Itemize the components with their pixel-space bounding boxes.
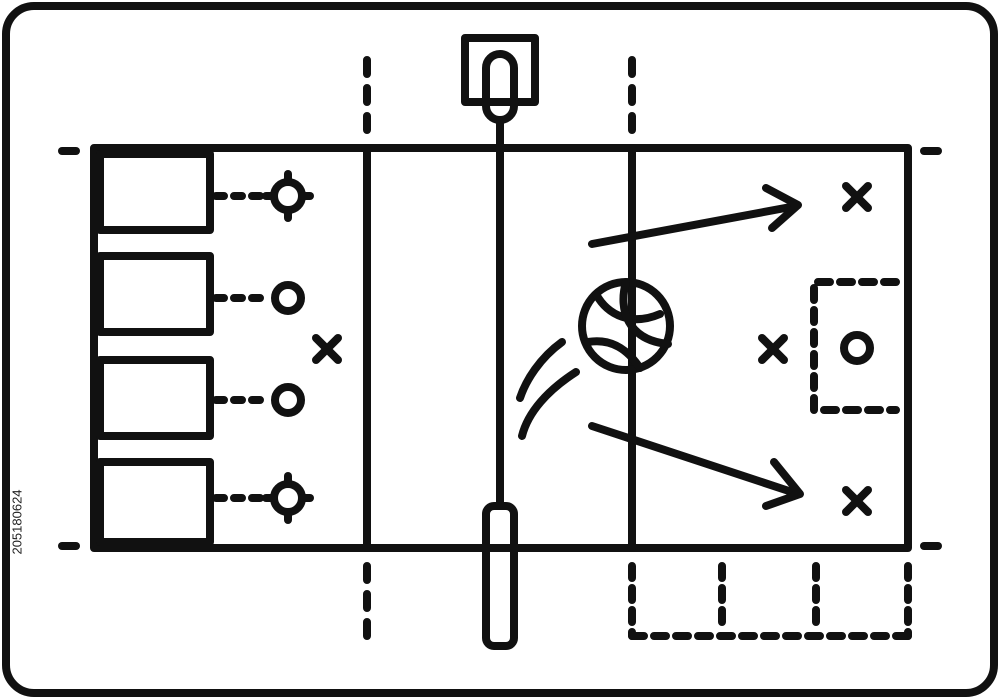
opponent-cross-icon xyxy=(312,334,342,364)
player-circle-icon xyxy=(271,383,305,417)
bench-connectors xyxy=(212,192,272,502)
dashed-service-zone xyxy=(628,562,912,640)
dashed-zone xyxy=(810,278,900,414)
play-arrow-icon xyxy=(588,422,804,510)
opponent-cross-icon xyxy=(842,486,872,516)
volleyball-icon xyxy=(578,278,674,374)
player-circle-icon xyxy=(271,281,305,315)
opponent-cross-icon xyxy=(842,182,872,212)
bench-boxes xyxy=(96,150,214,546)
player-circle-icon xyxy=(840,331,874,365)
player-target-icon xyxy=(262,170,314,222)
stock-id-text: 205180624 xyxy=(9,489,25,555)
play-arrow-icon xyxy=(588,184,802,248)
net-post-icon xyxy=(461,34,539,650)
side-markers xyxy=(58,147,942,550)
ball-trail xyxy=(516,338,580,440)
opponent-cross-icon xyxy=(758,334,788,364)
stock-id-label: 205180624 xyxy=(6,452,28,592)
player-target-icon xyxy=(262,472,314,524)
dashed-extension-lines xyxy=(363,56,636,644)
